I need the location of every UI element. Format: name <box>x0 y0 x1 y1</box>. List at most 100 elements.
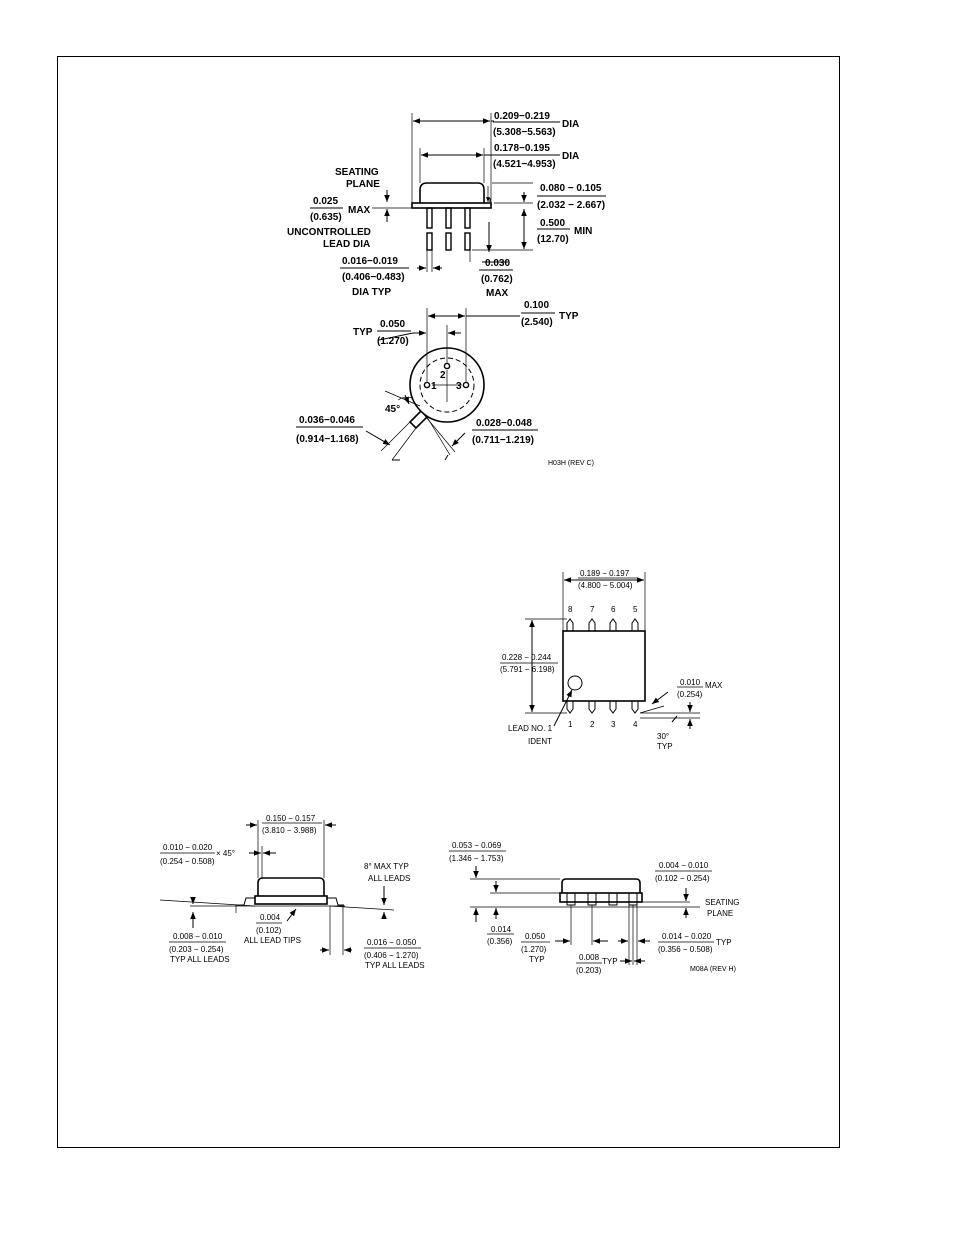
dim-lead-in: 0.500 <box>540 218 565 229</box>
dim-tip-in: 0.004 <box>260 913 281 922</box>
dim-so8-angle: 30° <box>657 732 669 741</box>
dim-8deg-line1: 8° MAX TYP <box>364 862 409 871</box>
dim-lt-in: 0.008 − 0.010 <box>173 932 223 941</box>
dim-so8-max-in: 0.010 <box>680 678 701 687</box>
so8-front-view <box>470 866 700 965</box>
dim-pitch-mm: (2.540) <box>521 317 553 328</box>
so8-pin-1: 1 <box>568 720 573 729</box>
lead-1-upper <box>426 207 433 229</box>
ident-label: IDENT <box>528 737 552 746</box>
dim-ft-label: TYP ALL LEADS <box>365 961 425 970</box>
to-pin3-label: 3 <box>456 381 462 392</box>
dim-so8-w-mm: (4.800 − 5.004) <box>578 581 633 590</box>
dim-tip-label: ALL LEAD TIPS <box>244 936 301 945</box>
to-package-side-view <box>372 113 533 272</box>
dim-standoff-in: 0.004 − 0.010 <box>659 861 709 870</box>
seating-plane-so8-1: SEATING <box>705 898 740 907</box>
page-border <box>57 56 840 1148</box>
dim-ft-mm: (0.406 − 1.270) <box>364 951 419 960</box>
dim-lw-mm: (0.356 − 0.508) <box>658 945 713 954</box>
dim-inner-dia-label: DIA <box>562 151 579 162</box>
dim-lh-mm: (0.356) <box>487 937 513 946</box>
to-inner-circle <box>419 357 475 413</box>
to-side-dims-text: 0.209−0.219 (5.308−5.563) DIA 0.178−0.19… <box>287 111 606 299</box>
dim-lead-dia-typ: DIA TYP <box>352 287 391 298</box>
dim-pitch-so8-in: 0.050 <box>525 932 546 941</box>
dim-lt-label: TYP ALL LEADS <box>170 955 230 964</box>
so8-pin-4: 4 <box>633 720 638 729</box>
to-flange <box>411 202 492 209</box>
dim-front-h-in: 0.053 − 0.069 <box>452 841 502 850</box>
dim-chamfer-in: 0.010 − 0.020 <box>163 843 213 852</box>
seating-plane-line2: PLANE <box>346 179 380 190</box>
to-bottom-dims-text: 0.100 (2.540) TYP TYP 0.050 (1.270) 2 1 … <box>296 300 594 467</box>
dim-angle-45: 45° <box>385 404 400 415</box>
dim-standoff-mm: (0.102 − 0.254) <box>655 874 710 883</box>
so8-side-body-upper <box>257 877 325 896</box>
dim-max-mm: (0.635) <box>310 212 342 223</box>
dim-8deg-line2: ALL LEADS <box>368 874 410 883</box>
so8-pin-8: 8 <box>568 605 573 614</box>
so8-pin-7: 7 <box>590 605 595 614</box>
dim-lead-min: MIN <box>574 226 592 237</box>
dim-lead-dia-mm: (0.406−0.483) <box>342 272 405 283</box>
dim-tip-mm: (0.102) <box>256 926 282 935</box>
lead-2-upper <box>445 207 452 229</box>
dim-height-mm: (2.032 − 2.667) <box>537 200 605 211</box>
lead-3-upper <box>464 207 471 229</box>
dim-half-in: 0.050 <box>380 319 405 330</box>
dim-tab-l-in: 0.028−0.048 <box>476 418 532 429</box>
lead-3-lower <box>464 232 471 251</box>
dim-inner-dia-mm: (4.521−4.953) <box>493 159 556 170</box>
dim-pin-max: MAX <box>486 288 509 299</box>
dim-lt-so8-typ: TYP <box>602 957 618 966</box>
dim-tab-w-in: 0.036−0.046 <box>299 415 355 426</box>
uncontrolled-line2: LEAD DIA <box>323 239 370 250</box>
to-tab <box>408 410 428 430</box>
dim-lt-so8-mm: (0.203) <box>576 966 602 975</box>
dim-side-w-mm: (3.810 − 3.988) <box>262 826 317 835</box>
so8-side-view <box>159 820 395 955</box>
dim-so8-w-in: 0.189 − 0.197 <box>580 569 630 578</box>
so8-top-view <box>525 572 700 729</box>
dim-lt-so8-in: 0.008 <box>579 953 600 962</box>
dim-chamfer-x45: × 45° <box>216 849 235 858</box>
dim-pitch-so8-mm: (1.270) <box>521 945 547 954</box>
so8-body-top <box>562 630 646 702</box>
so8-front-body-upper <box>561 878 641 893</box>
so8-side-dims-text: 0.150 − 0.157 (3.810 − 3.988) 0.010 − 0.… <box>160 814 425 970</box>
dim-so8-angle-typ: TYP <box>657 742 673 751</box>
dim-max-in: 0.025 <box>313 196 338 207</box>
dim-lw-in: 0.014 − 0.020 <box>662 932 712 941</box>
so8-pin-2: 2 <box>590 720 595 729</box>
dim-outer-dia-label: DIA <box>562 119 579 130</box>
to-ref: H03H (REV C) <box>548 460 594 467</box>
dim-half-mm: (1.270) <box>377 336 409 347</box>
dim-so8-h-in: 0.228 − 0.244 <box>502 653 552 662</box>
dim-lead-dia-in: 0.016−0.019 <box>342 256 398 267</box>
so8-front-body-lower <box>559 892 643 903</box>
dim-so8-h-mm: (5.791 − 6.198) <box>500 665 555 674</box>
dim-height-in: 0.080 − 0.105 <box>540 183 602 194</box>
dim-pitch-typ: TYP <box>559 311 579 322</box>
dim-inner-dia-in: 0.178−0.195 <box>494 143 550 154</box>
so8-pin-6: 6 <box>611 605 616 614</box>
lead-2-lower <box>445 232 452 251</box>
dim-so8-max-label: MAX <box>705 681 723 690</box>
dim-outer-dia-mm: (5.308−5.563) <box>493 127 556 138</box>
dim-side-w-in: 0.150 − 0.157 <box>266 814 316 823</box>
dim-half-typ: TYP <box>353 327 373 338</box>
so8-ref: M08A (REV H) <box>690 966 736 973</box>
dim-ft-in: 0.016 − 0.050 <box>367 938 417 947</box>
so8-side-body-lower <box>254 895 328 905</box>
dim-lh-in: 0.014 <box>491 925 512 934</box>
dim-outer-dia-in: 0.209−0.219 <box>494 111 550 122</box>
seating-plane-line1: SEATING <box>335 167 379 178</box>
dim-pin-in: 0.030 <box>485 258 510 269</box>
dim-pitch-in: 0.100 <box>524 300 549 311</box>
dim-front-h-mm: (1.346 − 1.753) <box>449 854 504 863</box>
to-pin1-label: 1 <box>431 381 437 392</box>
to-package-bottom-view <box>365 308 520 461</box>
dim-chamfer-mm: (0.254 − 0.508) <box>160 857 215 866</box>
lead-1-ident-dot <box>567 675 583 691</box>
